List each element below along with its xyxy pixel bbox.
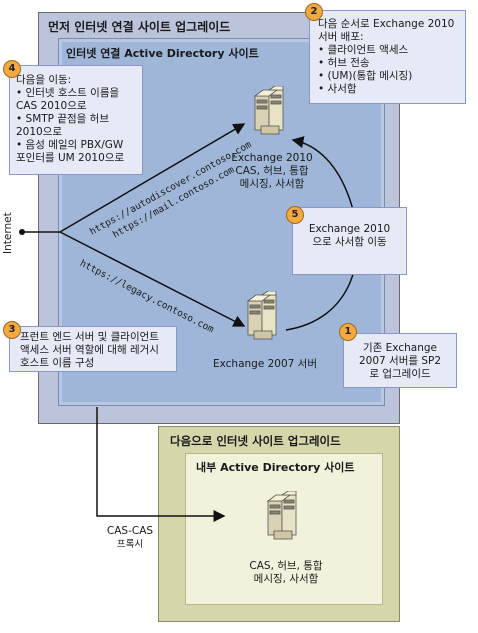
callout-2-line-4: • 허브 전송 bbox=[318, 57, 370, 69]
internal-server-label: CAS, 허브, 통합 메시징, 사서함 bbox=[236, 560, 336, 586]
callout-1-line-3: 로 업그레이드 bbox=[369, 368, 431, 380]
callout-4-line-3: CAS 2010으로 bbox=[16, 100, 87, 112]
callout-4-line-5: 2010으로 bbox=[16, 126, 63, 138]
callout-1-line-1: 기존 Exchange bbox=[363, 342, 437, 354]
internal-label-line-1: CAS, 허브, 통합 bbox=[249, 560, 323, 572]
callout-2-line-5: • (UM)(통합 메시징) bbox=[318, 70, 413, 82]
callout-1: 기존 Exchange 2007 서버를 SP2 로 업그레이드 bbox=[343, 333, 457, 388]
callout-1-badge: 1 bbox=[339, 323, 357, 341]
callout-2-line-2: 서버 배포: bbox=[318, 31, 364, 43]
callout-5-badge: 5 bbox=[286, 206, 304, 224]
internal-ad-site-title: 내부 Active Directory 사이트 bbox=[196, 461, 355, 474]
callout-3-badge: 3 bbox=[3, 321, 21, 339]
callout-5-line-2: 으로 사서함 이동 bbox=[312, 236, 387, 248]
proxy-label-line-2: 프록시 bbox=[116, 539, 144, 550]
internal-site-title: 다음으로 인터넷 사이트 업그레이드 bbox=[170, 434, 341, 448]
callout-2-line-6: • 사서함 bbox=[318, 83, 357, 95]
callout-2: 다음 순서로 Exchange 2010 서버 배포: • 클라이언트 액세스 … bbox=[309, 10, 466, 104]
callout-4-line-2: • 인터넷 호스트 이름을 bbox=[16, 87, 120, 99]
callout-4: 다음을 이동: • 인터넷 호스트 이름을 CAS 2010으로 • SMTP … bbox=[9, 65, 143, 175]
arrow-to-ex2010 bbox=[59, 123, 246, 233]
ex2010-label-line-2: CAS, 허브, 통합 bbox=[235, 165, 309, 177]
perimeter-site-title: 먼저 인터넷 연결 사이트 업그레이드 bbox=[48, 20, 231, 34]
callout-4-line-6: • 음성 메일의 PBX/GW bbox=[16, 139, 124, 151]
callout-3: 프런트 엔드 서버 및 클라이언트 액세스 서버 역할에 대해 레거시 호스트 … bbox=[9, 326, 177, 372]
callout-5-line-1: Exchange 2010 bbox=[308, 223, 391, 235]
ex2010-label-line-3: 메시징, 사서함 bbox=[239, 178, 305, 190]
callout-1-line-2: 2007 서버를 SP2 bbox=[358, 355, 442, 367]
perimeter-ad-site-title: 인터넷 연결 Active Directory 사이트 bbox=[66, 47, 259, 60]
internal-label-line-2: 메시징, 사서함 bbox=[253, 573, 319, 585]
internal-server-icon bbox=[266, 491, 297, 540]
ex2010-label-line-1: Exchange 2010 bbox=[231, 152, 313, 164]
callout-5: Exchange 2010 으로 사서함 이동 bbox=[292, 207, 407, 275]
exchange-2007-server-icon bbox=[246, 291, 277, 340]
callout-4-badge: 4 bbox=[3, 60, 21, 78]
callout-2-line-3: • 클라이언트 액세스 bbox=[318, 44, 409, 56]
arrow-to-ex2007 bbox=[59, 231, 246, 327]
cas-proxy-arrow bbox=[96, 407, 226, 522]
callout-2-line-1: 다음 순서로 Exchange 2010 bbox=[318, 18, 455, 30]
proxy-label-line-1: CAS-CAS bbox=[106, 525, 154, 537]
callout-3-line-1: 프런트 엔드 서버 및 클라이언트 bbox=[20, 331, 159, 343]
callout-4-line-7: 포인터를 UM 2010으로 bbox=[16, 152, 125, 164]
callout-4-line-1: 다음을 이동: bbox=[16, 74, 72, 86]
callout-2-badge: 2 bbox=[305, 3, 323, 21]
callout-3-line-3: 호스트 이름 구성 bbox=[20, 357, 95, 369]
callout-4-line-4: • SMTP 끝점을 허브 bbox=[16, 113, 109, 125]
callout-3-line-2: 액세스 서버 역할에 대해 레거시 bbox=[20, 344, 159, 356]
exchange-2007-label: Exchange 2007 서버 bbox=[212, 358, 318, 370]
exchange-2010-server-icon bbox=[253, 86, 284, 135]
exchange-2010-label: Exchange 2010 CAS, 허브, 통합 메시징, 사서함 bbox=[222, 152, 322, 191]
internet-label: Internet bbox=[2, 212, 14, 254]
cas-proxy-label: CAS-CAS 프록시 bbox=[100, 525, 160, 551]
